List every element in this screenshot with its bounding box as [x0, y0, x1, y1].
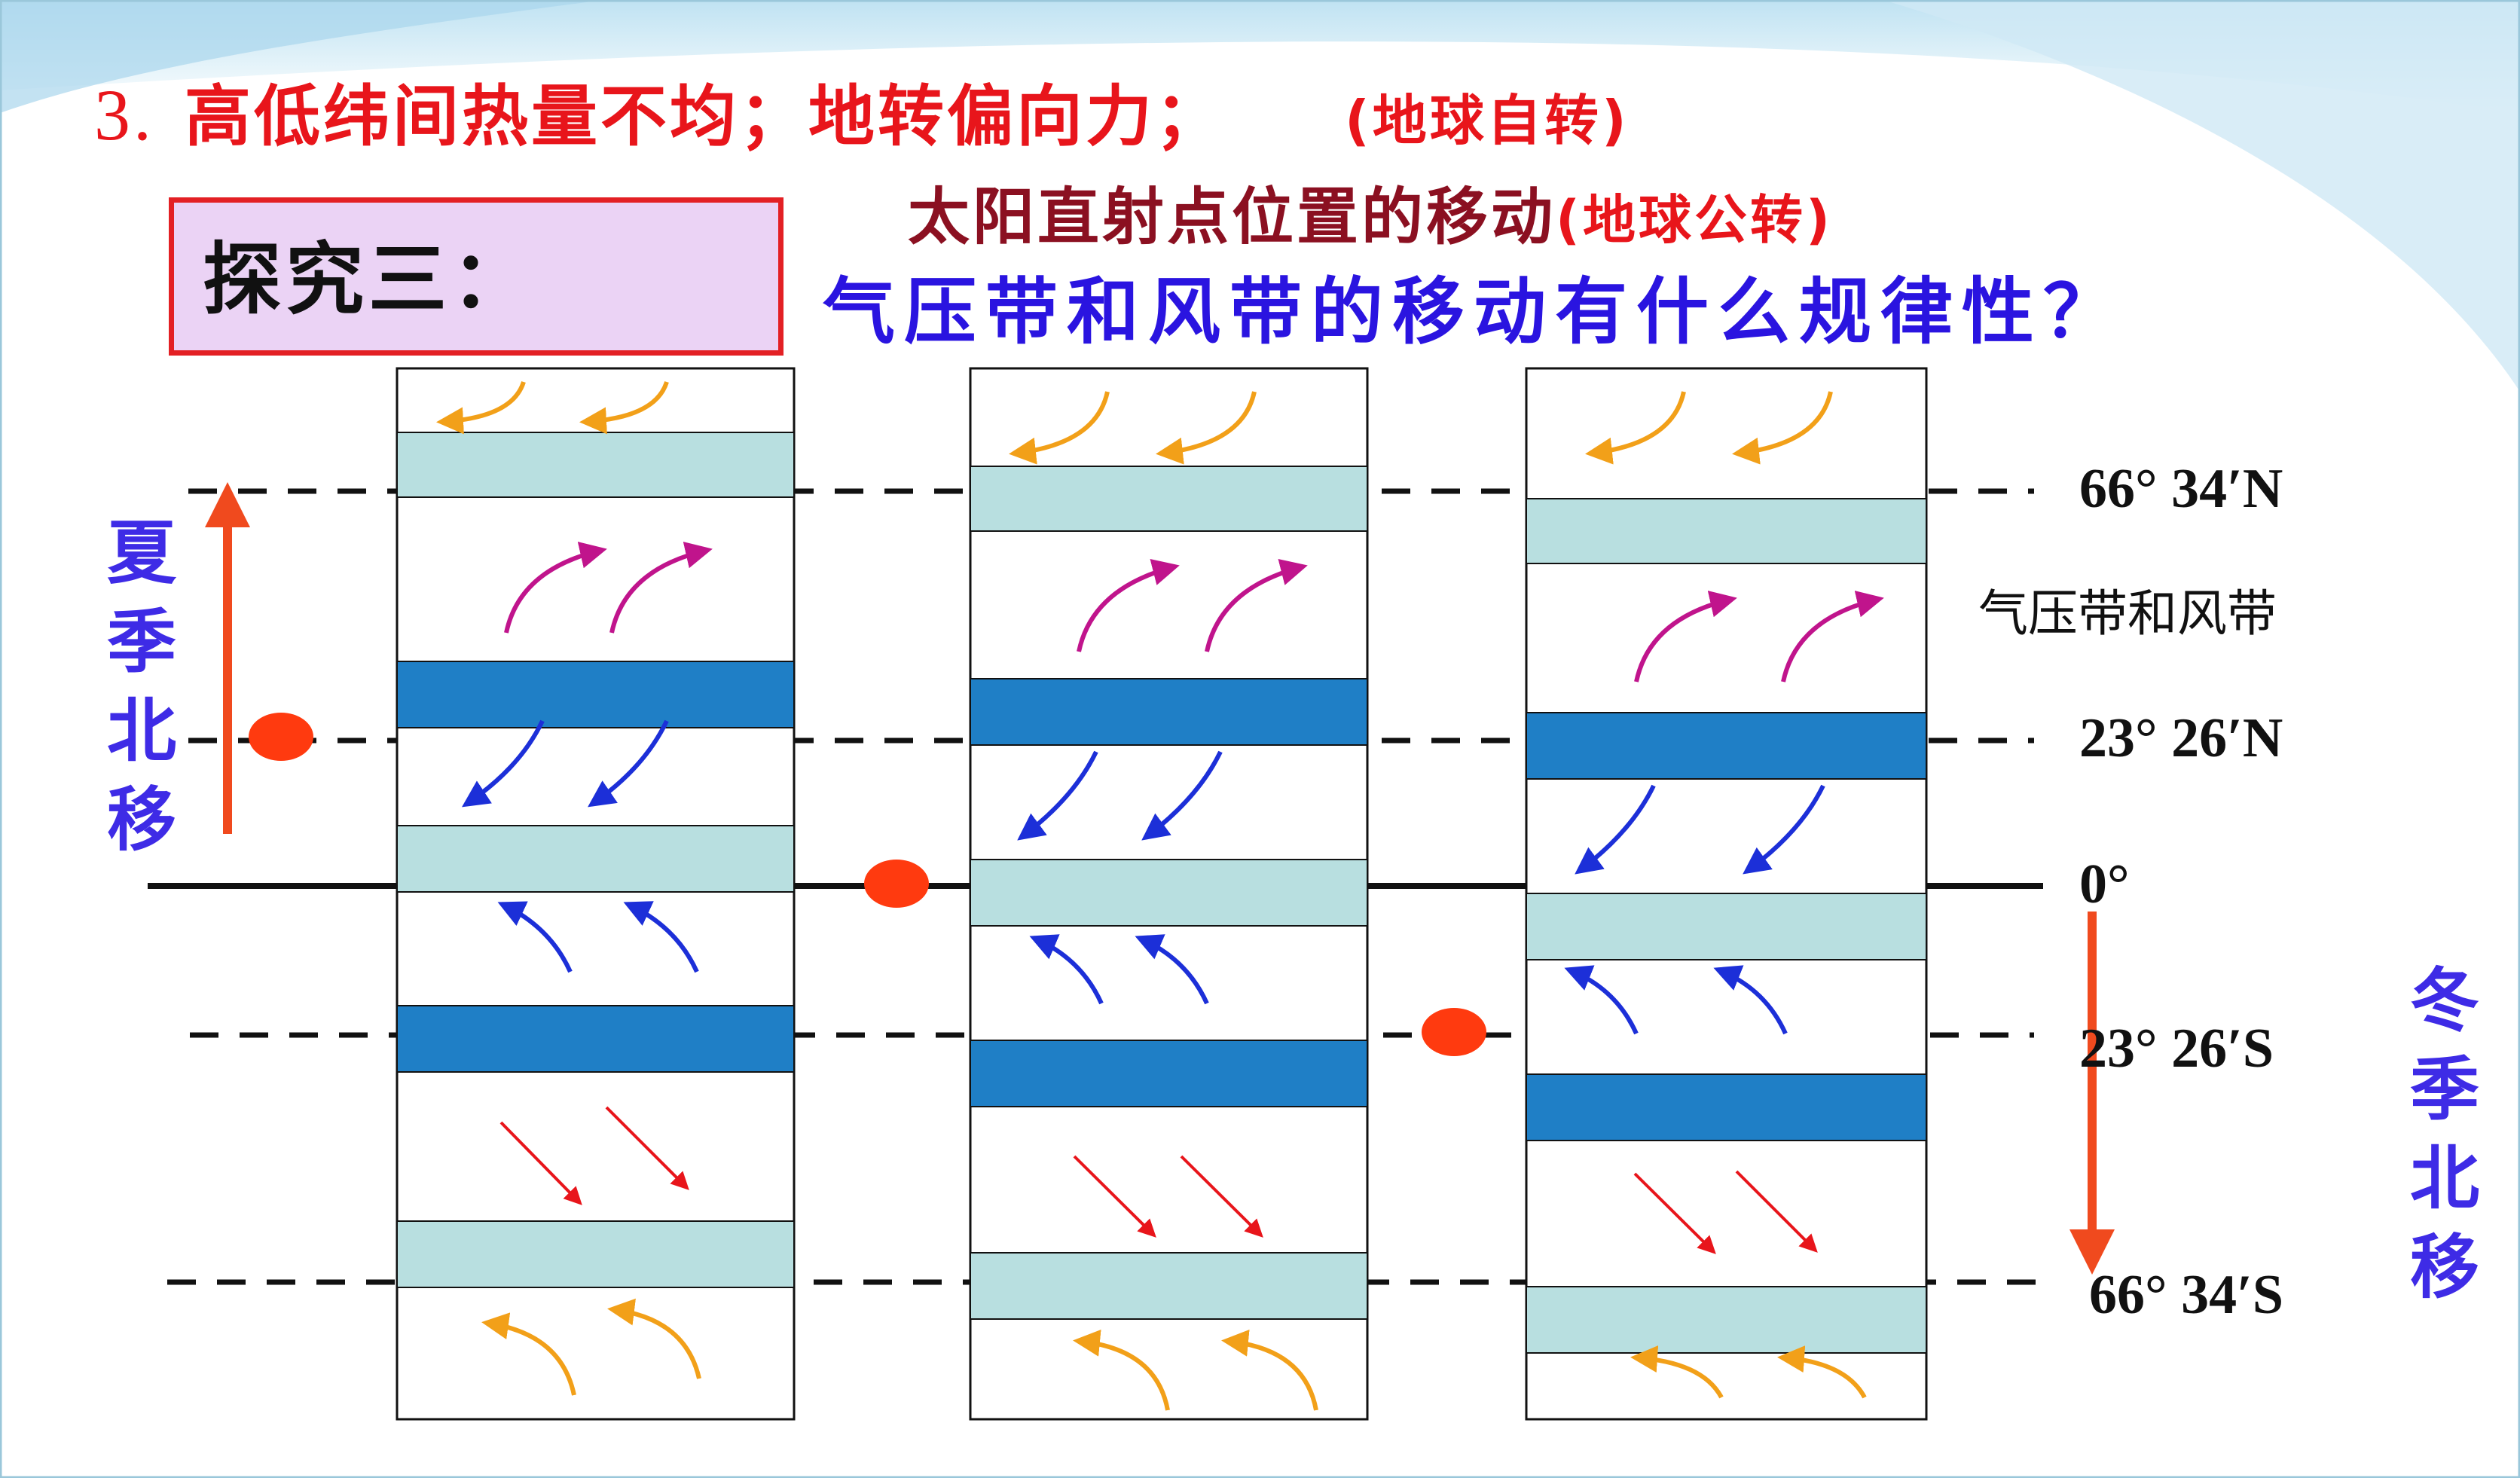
- subtropical-high-belt-n: [396, 825, 795, 893]
- subtropical-high-belt-s: [1526, 1286, 1927, 1354]
- winter-north-shift-label: 冬 季 北 移: [2399, 957, 2490, 1312]
- sun-point-winter: [1422, 1008, 1486, 1056]
- title-line: 3.高低纬间热量不均；地转偏向力；(地球自转): [94, 79, 1630, 151]
- lat-23-26-n: 23° 26′N: [2079, 707, 2283, 769]
- right-label-char: 冬: [2409, 960, 2479, 1041]
- polar-high-belt: [1526, 498, 1927, 564]
- right-label-char: 移: [2409, 1227, 2479, 1308]
- subpolar-low-belt-n: [1526, 712, 1927, 780]
- left-label-char: 北: [106, 691, 176, 771]
- subtitle: 太阳直射点位置的移动(地球公转): [908, 187, 1833, 249]
- left-label-char: 夏: [106, 513, 176, 594]
- subtropical-high-belt-s: [970, 1252, 1368, 1320]
- belt-column-2: [969, 367, 1369, 1421]
- sun-point-equinox: [864, 860, 929, 908]
- lat-equator: 0°: [2079, 854, 2130, 915]
- title-text: 高低纬间热量不均；地转偏向力；: [185, 78, 1225, 155]
- subpolar-low-belt-n: [970, 678, 1368, 746]
- polar-high-belt: [396, 432, 795, 498]
- subtropical-high-belt-n: [970, 859, 1368, 927]
- explore-label: 探究三：: [203, 234, 535, 325]
- subtropical-high-belt-n: [1526, 893, 1927, 960]
- subpolar-low-belt-n: [396, 661, 795, 728]
- legend-note: 气压带和风带: [1978, 585, 2277, 643]
- left-label-char: 移: [106, 780, 176, 860]
- polar-high-belt: [970, 466, 1368, 532]
- summer-north-shift-label: 夏 季 北 移: [96, 509, 187, 865]
- explore-box: 探究三：: [169, 197, 783, 356]
- right-label-char: 北: [2409, 1138, 2479, 1219]
- belt-column-3: [1525, 367, 1928, 1421]
- subtropical-high-belt-s: [396, 1220, 795, 1288]
- subtitle-note: (地球公转): [1556, 189, 1833, 251]
- lat-23-26-s: 23° 26′S: [2079, 1018, 2274, 1079]
- question-text: 气压带和风带的移动有什么规律性？: [823, 270, 2124, 354]
- belt-column-1: [396, 367, 796, 1421]
- equatorial-low-belt: [1526, 1073, 1927, 1141]
- right-label-char: 季: [2409, 1049, 2479, 1130]
- left-label-char: 季: [106, 602, 176, 683]
- lat-66-34-n: 66° 34′N: [2079, 458, 2283, 520]
- equatorial-low-belt: [970, 1040, 1368, 1107]
- lat-66-34-s: 66° 34′S: [2089, 1264, 2284, 1326]
- sun-point-summer: [249, 713, 313, 761]
- equatorial-low-belt: [396, 1005, 795, 1073]
- subtitle-text: 太阳直射点位置的移动: [908, 182, 1556, 253]
- title-number: 3.: [94, 75, 154, 155]
- title-note: (地球自转): [1345, 89, 1630, 152]
